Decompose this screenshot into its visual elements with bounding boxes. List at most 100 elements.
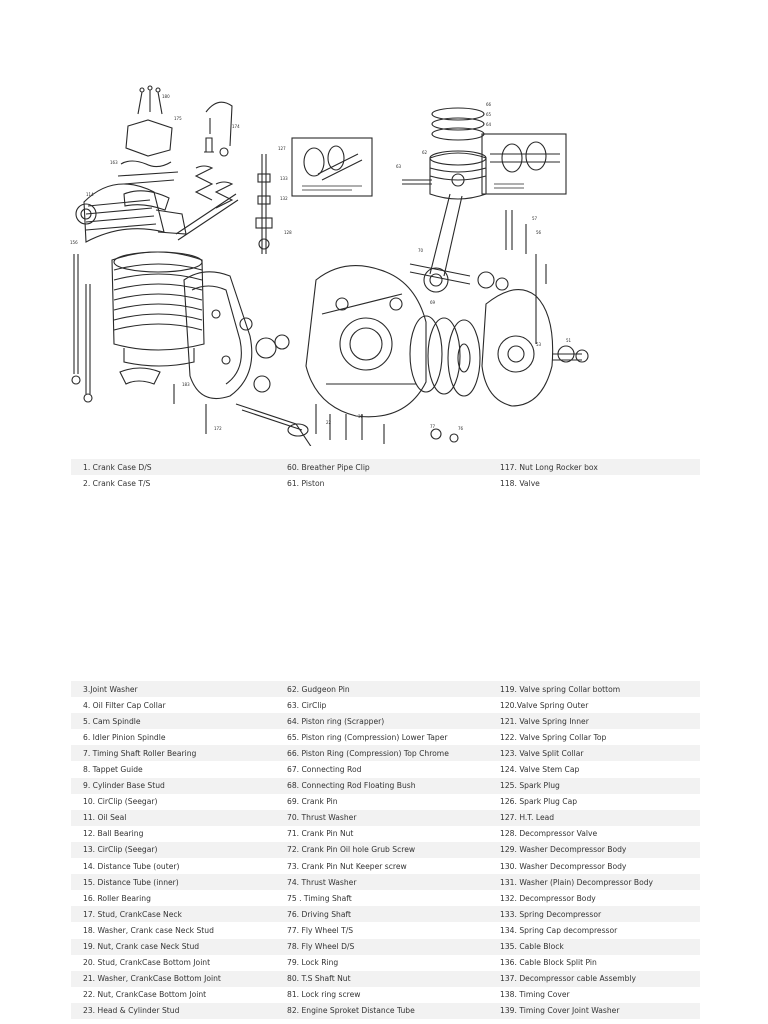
- rocker-box-icon: [117, 85, 179, 211]
- svg-text:53: 53: [536, 342, 542, 347]
- part-cell: 133. Spring Decompressor: [488, 906, 700, 923]
- part-cell: 123. Valve Split Collar: [488, 745, 700, 762]
- table-row: 12. Ball Bearing 71. Crank Pin Nut 128. …: [71, 826, 700, 842]
- table-row: 6. Idler Pinion Spindle 65. Piston ring …: [71, 729, 700, 745]
- table-row: 11. Oil Seal 70. Thrust Washer 127. H.T.…: [71, 809, 700, 826]
- spark-plug-icon: [204, 101, 233, 157]
- part-cell: 9. Cylinder Base Stud: [71, 777, 275, 794]
- part-cell: 137. Decompressor cable Assembly: [488, 970, 700, 987]
- table-row: 9. Cylinder Base Stud 68. Connecting Rod…: [71, 777, 700, 794]
- part-cell: 22. Nut, CrankCase Bottom Joint: [83, 990, 207, 1000]
- svg-text:133: 133: [280, 176, 288, 181]
- pushrod-icon: [71, 254, 93, 403]
- part-cell: 79. Lock Ring: [287, 958, 339, 968]
- svg-text:175: 175: [174, 116, 182, 121]
- part-cell: 75 . Timing Shaft: [287, 893, 352, 903]
- svg-text:51: 51: [566, 338, 572, 343]
- part-cell: 7. Timing Shaft Roller Bearing: [71, 745, 275, 762]
- svg-text:56: 56: [536, 230, 542, 235]
- svg-text:127: 127: [278, 146, 286, 151]
- svg-text:64: 64: [486, 122, 492, 127]
- svg-text:30: 30: [358, 414, 364, 419]
- table-row: 10. CirClip (Seegar) 69. Crank Pin 126. …: [71, 794, 700, 810]
- table-row: 2. Crank Case T/S 61. Piston 118. Valve: [71, 475, 700, 491]
- part-cell: 1. Crank Case D/S: [71, 459, 275, 476]
- cylinder-head-icon: [75, 183, 187, 243]
- part-cell: 74. Thrust Washer: [275, 874, 488, 891]
- part-cell: 21. Washer, CrankCase Bottom Joint: [71, 970, 275, 987]
- timing-bearing-box-icon: [291, 137, 373, 197]
- table-row: 8. Tappet Guide 67. Connecting Rod 124. …: [71, 761, 700, 777]
- crankcase-drive-side-icon: [481, 289, 589, 407]
- part-cell: 125. Spark Plug: [488, 777, 700, 794]
- part-cell: 119. Valve spring Collar bottom: [488, 681, 700, 698]
- table-row: 23. Head & Cylinder Stud 82. Engine Spro…: [71, 1002, 700, 1019]
- part-cell: 5. Cam Spindle: [71, 713, 275, 730]
- svg-text:174: 174: [232, 124, 240, 129]
- parts-list-table-bottom: 3.Joint Washer 62. Gudgeon Pin 119. Valv…: [71, 681, 700, 1019]
- part-cell: 68. Connecting Rod Floating Bush: [275, 777, 488, 794]
- table-row: 13. CirClip (Seegar) 72. Crank Pin Oil h…: [71, 841, 700, 859]
- part-cell: 2. Crank Case T/S: [83, 478, 151, 488]
- decompressor-icon: [255, 154, 273, 254]
- svg-text:22: 22: [326, 420, 332, 425]
- part-cell: 126. Spark Plug Cap: [500, 797, 578, 807]
- part-cell: 19. Nut, Crank case Neck Stud: [71, 938, 275, 955]
- part-cell: 135. Cable Block: [488, 938, 700, 955]
- table-row: 7. Timing Shaft Roller Bearing 66. Pisto…: [71, 745, 700, 762]
- svg-text:66: 66: [486, 102, 492, 107]
- svg-text:62: 62: [422, 150, 428, 155]
- crankcase-timing-side-icon: [305, 265, 427, 418]
- part-cell: 124. Valve Stem Cap: [500, 765, 580, 775]
- part-cell: 131. Washer (Plain) Decompressor Body: [488, 874, 700, 891]
- part-cell: 82. Engine Sproket Distance Tube: [275, 1002, 488, 1019]
- svg-text:77: 77: [430, 424, 436, 429]
- table-row: 5. Cam Spindle 64. Piston ring (Scrapper…: [71, 713, 700, 730]
- part-cell: 66. Piston Ring (Compression) Top Chrome: [275, 745, 488, 762]
- part-cell: 77. Fly Wheel T/S: [287, 925, 354, 935]
- part-cell: 18. Washer, Crank case Neck Stud: [83, 925, 214, 935]
- part-cell: 121. Valve Spring Inner: [488, 713, 700, 730]
- part-cell: 4. Oil Filter Cap Collar: [83, 700, 166, 710]
- stud-icon: [505, 210, 547, 344]
- table-row: 1. Crank Case D/S 60. Breather Pipe Clip…: [71, 459, 700, 476]
- part-cell: 64. Piston ring (Scrapper): [275, 713, 488, 730]
- table-row: 3.Joint Washer 62. Gudgeon Pin 119. Valv…: [71, 681, 700, 698]
- part-cell: 65. Piston ring (Compression) Lower Tape…: [287, 732, 448, 742]
- part-cell: 63. CirClip: [287, 700, 327, 710]
- timing-gear-icon: [235, 317, 317, 455]
- parts-list-table-top: 1. Crank Case D/S 60. Breather Pipe Clip…: [71, 459, 700, 491]
- part-cell: 17. Stud, CrankCase Neck: [71, 906, 275, 923]
- svg-text:180: 180: [162, 94, 170, 99]
- table-row: 4. Oil Filter Cap Collar 63. CirClip 120…: [71, 697, 700, 713]
- part-cell: 76. Driving Shaft: [275, 906, 488, 923]
- svg-text:183: 183: [182, 382, 190, 387]
- part-cell: 70. Thrust Washer: [275, 809, 488, 826]
- part-cell: 73. Crank Pin Nut Keeper screw: [287, 861, 407, 871]
- svg-text:132: 132: [280, 196, 288, 201]
- cylinder-barrel-icon: [111, 251, 205, 385]
- part-cell: 130. Washer Decompressor Body: [500, 861, 627, 871]
- part-cell: 13. CirClip (Seegar): [71, 841, 275, 859]
- part-cell: 69. Crank Pin: [287, 797, 338, 807]
- part-cell: 122. Valve Spring Collar Top: [500, 732, 607, 742]
- svg-text:172: 172: [214, 426, 222, 431]
- part-cell: 136. Cable Block Split Pin: [500, 958, 597, 968]
- svg-text:69: 69: [430, 300, 436, 305]
- table-row: 18. Washer, Crank case Neck Stud 77. Fly…: [71, 922, 700, 938]
- svg-text:57: 57: [532, 216, 538, 221]
- part-cell: 11. Oil Seal: [71, 809, 275, 826]
- connecting-rod-icon: [409, 193, 509, 293]
- table-row: 22. Nut, CrankCase Bottom Joint 81. Lock…: [71, 987, 700, 1003]
- part-cell: 23. Head & Cylinder Stud: [71, 1002, 275, 1019]
- timing-cover-icon: [183, 271, 253, 400]
- part-cell: 62. Gudgeon Pin: [275, 681, 488, 698]
- part-cell: 138. Timing Cover: [500, 990, 570, 1000]
- part-cell: 14. Distance Tube (outer): [83, 861, 180, 871]
- part-cell: 80. T.S Shaft Nut: [275, 970, 488, 987]
- part-cell: 15. Distance Tube (inner): [71, 874, 275, 891]
- part-cell: 71. Crank Pin Nut: [287, 829, 354, 839]
- svg-text:70: 70: [418, 248, 424, 253]
- part-cell: 134. Spring Cap decompressor: [500, 925, 618, 935]
- table-row: 19. Nut, Crank case Neck Stud 78. Fly Wh…: [71, 938, 700, 955]
